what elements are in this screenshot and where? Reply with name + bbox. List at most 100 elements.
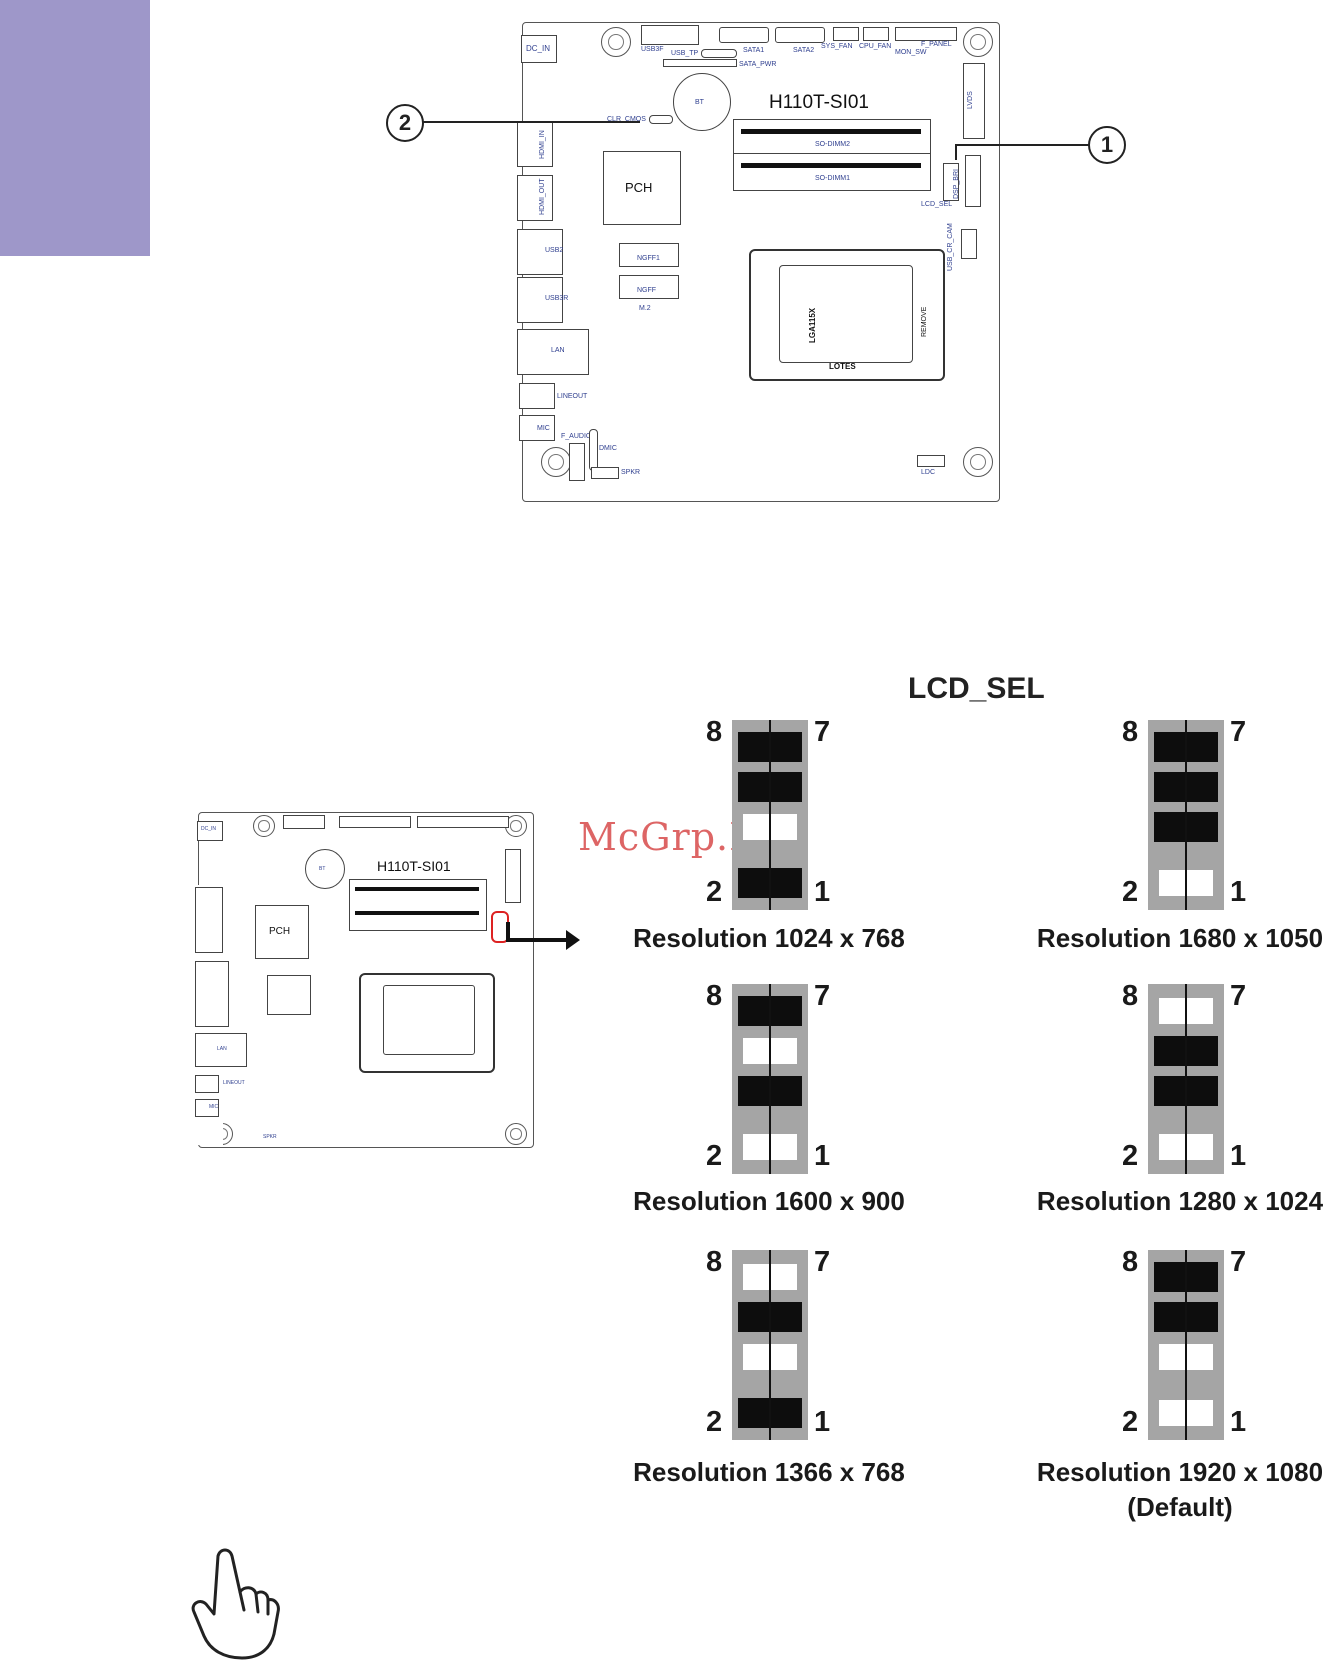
f-panel-label: F_PANEL bbox=[921, 41, 952, 48]
sodimm1-slot bbox=[733, 153, 931, 191]
default-caption: (Default) bbox=[1127, 1492, 1233, 1522]
pch-chip bbox=[255, 905, 309, 959]
ngff1-label: NGFF1 bbox=[637, 255, 660, 262]
usb2-port bbox=[517, 229, 563, 275]
jumper-block bbox=[732, 984, 808, 1174]
resolution-caption: Resolution 1920 x 1080 bbox=[1036, 1457, 1324, 1487]
small-lan-label: LAN bbox=[217, 1046, 227, 1052]
usb3r-label: USB3R bbox=[545, 295, 569, 302]
pin-number-bottom-left: 2 bbox=[706, 1406, 723, 1438]
lvds-connector bbox=[963, 63, 985, 139]
audio-jacks bbox=[195, 1075, 219, 1093]
battery bbox=[673, 73, 731, 131]
sata-pwr-connector bbox=[663, 59, 737, 67]
small-mic-label: MIC bbox=[209, 1104, 219, 1110]
mounting-hole bbox=[541, 447, 571, 477]
mounting-hole bbox=[505, 1123, 527, 1145]
f-audio-header bbox=[569, 443, 585, 481]
pin-number-bottom-right: 1 bbox=[1230, 1406, 1247, 1438]
clr-cmos-label: CLR_CMOS bbox=[607, 116, 646, 123]
mon-sw-label: MON_SW bbox=[895, 49, 927, 56]
clr-cmos-jumper bbox=[649, 115, 673, 124]
sata1-connector bbox=[719, 27, 769, 43]
cpu-fan-header bbox=[863, 27, 889, 41]
pointing-hand-icon bbox=[191, 1548, 280, 1660]
jumper-divider bbox=[769, 720, 771, 910]
sodimm2-label: SO-DIMM2 bbox=[815, 141, 850, 148]
motherboard-diagram: DC_IN USB3F USB_TP SATA1 SATA2 SYS_FAN C… bbox=[517, 22, 1000, 502]
pch-label: PCH bbox=[625, 180, 653, 195]
fan-headers bbox=[417, 816, 509, 828]
usb3f-header bbox=[641, 25, 699, 45]
top-headers bbox=[283, 815, 325, 829]
lan-label: LAN bbox=[551, 347, 565, 354]
battery bbox=[305, 849, 345, 889]
usb-ports bbox=[195, 961, 229, 1027]
resolution-caption: Resolution 1024 x 768 bbox=[633, 923, 905, 953]
pin-number-bottom-left: 2 bbox=[706, 1140, 723, 1172]
mounting-hole bbox=[963, 447, 993, 477]
mounting-hole bbox=[963, 27, 993, 57]
dmic-label: DMIC bbox=[599, 445, 617, 452]
pin-number-bottom-left: 2 bbox=[1122, 1140, 1139, 1172]
jumper-block bbox=[1148, 984, 1224, 1174]
jumper-block bbox=[732, 1250, 808, 1440]
jumper-divider bbox=[769, 1250, 771, 1440]
jumper-divider bbox=[769, 984, 771, 1174]
spkr-header bbox=[591, 467, 619, 479]
dc-in-connector bbox=[197, 821, 223, 841]
lcd-sel-header bbox=[943, 163, 959, 201]
ngff1-slot bbox=[619, 243, 679, 267]
lan-port bbox=[517, 329, 589, 375]
pin-number-bottom-right: 1 bbox=[814, 1140, 831, 1172]
pin-number-bottom-left: 2 bbox=[1122, 876, 1139, 908]
mic-jack bbox=[195, 1099, 219, 1117]
sodimm1-label: SO-DIMM1 bbox=[815, 175, 850, 182]
pin-number-top-left: 8 bbox=[706, 716, 723, 748]
pin-number-bottom-right: 1 bbox=[1230, 876, 1247, 908]
spkr-label: SPKR bbox=[621, 469, 641, 476]
lineout-label: LINEOUT bbox=[557, 393, 588, 400]
board-model: H110T-SI01 bbox=[769, 92, 869, 113]
sys-fan-header bbox=[833, 27, 859, 41]
usb-cr-cam-header bbox=[961, 229, 977, 259]
pin-number-bottom-right: 1 bbox=[1230, 1140, 1247, 1172]
lotes-label: LOTES bbox=[829, 362, 856, 371]
pin-number-bottom-right: 1 bbox=[814, 1406, 831, 1438]
mounting-hole bbox=[253, 815, 275, 837]
sata-pwr-label: SATA_PWR bbox=[739, 61, 777, 68]
resolution-caption: Resolution 1280 x 1024 bbox=[1036, 1186, 1324, 1216]
pin-number-top-right: 7 bbox=[1230, 1246, 1247, 1278]
cpu-socket-inner bbox=[779, 265, 913, 363]
mic-label: MIC bbox=[537, 425, 550, 432]
sys-fan-label: SYS_FAN bbox=[821, 43, 853, 50]
pch-chip bbox=[603, 151, 681, 225]
pin-number-top-left: 8 bbox=[1122, 716, 1139, 748]
callout-1: 1 bbox=[1088, 126, 1126, 164]
mounting-hole bbox=[601, 27, 631, 57]
m2-label: M.2 bbox=[639, 305, 651, 312]
pin-number-top-right: 7 bbox=[814, 1246, 831, 1278]
m2-slots bbox=[267, 975, 311, 1015]
small-motherboard-diagram: DC_IN BT H110T-SI01 LAN LINEOUT MIC SPKR… bbox=[195, 812, 534, 1148]
resolution-caption: Resolution 1600 x 900 bbox=[633, 1186, 905, 1216]
dsp-bri-header bbox=[965, 155, 981, 207]
cpu-socket-inner bbox=[383, 985, 475, 1055]
chapter-side-tab bbox=[0, 0, 150, 256]
sodimm-contacts bbox=[355, 911, 479, 915]
hdmi-ports bbox=[195, 887, 223, 953]
small-dc-in-label: DC_IN bbox=[201, 826, 217, 832]
small-spkr-label: SPKR bbox=[263, 1134, 277, 1140]
jumper-divider bbox=[1185, 984, 1187, 1174]
sata2-connector bbox=[775, 27, 825, 43]
jumper-block bbox=[1148, 1250, 1224, 1440]
arrow-right-icon bbox=[506, 922, 580, 950]
resolution-caption: Resolution 1366 x 768 bbox=[633, 1457, 905, 1487]
jumper-block bbox=[732, 720, 808, 910]
ngff-slot bbox=[619, 275, 679, 299]
small-lineout-label: LINEOUT bbox=[223, 1080, 245, 1086]
pin-number-top-left: 8 bbox=[706, 1246, 723, 1278]
sodimm2-contacts bbox=[741, 129, 921, 134]
mic-jack bbox=[519, 415, 555, 441]
jumper-divider bbox=[1185, 720, 1187, 910]
